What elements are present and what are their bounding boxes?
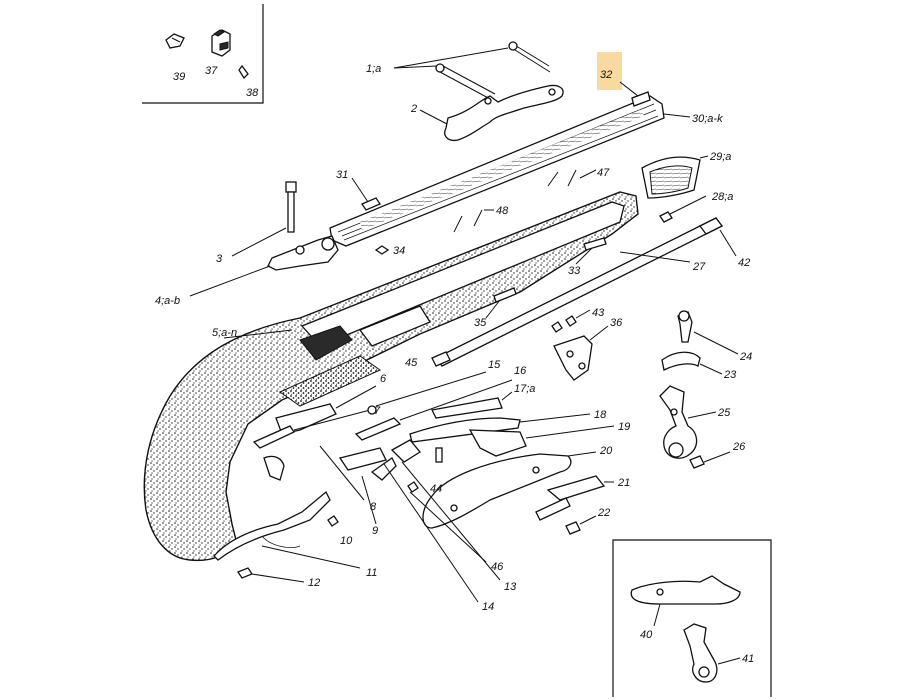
part-label-p32: 32 xyxy=(600,69,612,81)
part-40-drawing xyxy=(630,575,741,627)
part-2-sideplate xyxy=(419,84,564,142)
part-20-lockplate xyxy=(422,451,597,529)
part-22-drawing xyxy=(565,515,597,535)
part-39-drawing xyxy=(165,33,185,49)
highlight-marker xyxy=(597,52,622,90)
part-16-drawing xyxy=(354,379,513,441)
part-label-p40: 40 xyxy=(640,629,653,641)
part-label-p5: 5;a-n xyxy=(212,327,237,339)
part-label-p38: 38 xyxy=(246,87,259,99)
part-24-drawing xyxy=(677,310,739,355)
part-29-nosecap xyxy=(641,155,709,199)
part-label-p17: 17;a xyxy=(514,383,535,395)
part-label-p16: 16 xyxy=(514,365,527,377)
part-label-p37: 37 xyxy=(205,65,218,77)
part-label-p20: 20 xyxy=(599,445,613,457)
part-3-screw xyxy=(231,181,297,257)
part-label-p31: 31 xyxy=(336,169,348,181)
part-48-pins xyxy=(453,209,494,233)
part-label-p25: 25 xyxy=(717,407,731,419)
part-17-drawing xyxy=(431,391,513,419)
part-8-drawing xyxy=(319,445,387,501)
part-11-triggerguard xyxy=(213,490,361,569)
part-label-p33: 33 xyxy=(568,265,581,277)
inset-box-top-left xyxy=(142,4,264,104)
part-4-breech xyxy=(189,235,339,297)
part-44-drawing xyxy=(435,447,443,463)
part-45-drawing xyxy=(431,351,451,367)
part-label-p18: 18 xyxy=(594,409,607,421)
part-36-drawing xyxy=(553,325,609,381)
part-label-p35: 35 xyxy=(474,317,487,329)
part-label-p4: 4;a-b xyxy=(155,295,180,307)
part-34-drawing xyxy=(374,245,390,255)
part-label-p30: 30;a-k xyxy=(692,113,723,125)
part-label-p21: 21 xyxy=(617,477,630,489)
part-label-p9: 9 xyxy=(372,525,378,537)
part-label-p12: 12 xyxy=(308,577,320,589)
part-12-drawing xyxy=(237,567,305,583)
part-label-p43: 43 xyxy=(592,307,605,319)
part-label-p1a: 1;a xyxy=(366,63,381,75)
part-label-p15: 15 xyxy=(488,359,501,371)
part-label-p19: 19 xyxy=(618,421,630,433)
part-47-pins xyxy=(547,169,597,187)
part-label-p29: 29;a xyxy=(709,151,731,163)
part-26-drawing xyxy=(689,451,731,469)
part-31-drawing xyxy=(351,177,381,211)
part-label-p6: 6 xyxy=(380,373,387,385)
part-7-drawing xyxy=(252,409,371,481)
part-18-drawing xyxy=(409,413,591,443)
part-label-p44: 44 xyxy=(430,483,442,495)
part-label-p8: 8 xyxy=(370,501,377,513)
part-label-p23: 23 xyxy=(723,369,737,381)
part-46-drawing xyxy=(407,481,487,563)
part-19-drawing xyxy=(468,425,615,457)
part-label-p11: 11 xyxy=(366,567,377,579)
part-21-drawing xyxy=(535,475,614,521)
part-label-p39: 39 xyxy=(173,71,185,83)
part-14-drawing xyxy=(383,463,479,603)
part-28-screw xyxy=(659,195,707,223)
part-9-drawing xyxy=(361,457,397,525)
part-label-p26: 26 xyxy=(732,441,746,453)
part-label-p7: 7 xyxy=(374,405,381,417)
part-label-p27: 27 xyxy=(692,261,706,273)
part-35-drawing xyxy=(485,287,517,319)
part-37-drawing xyxy=(211,29,231,57)
part-label-p13: 13 xyxy=(504,581,517,593)
part-25-drawing xyxy=(659,385,717,459)
part-label-p10: 10 xyxy=(340,535,353,547)
part-38-drawing xyxy=(238,64,249,80)
part-label-p28: 28;a xyxy=(711,191,733,203)
part-23-drawing xyxy=(661,351,723,375)
part-5-stock xyxy=(143,191,639,562)
part-41-drawing xyxy=(683,623,741,683)
part-label-p22: 22 xyxy=(597,507,610,519)
part-43-drawing xyxy=(551,309,591,333)
part-label-p45: 45 xyxy=(405,357,418,369)
part-33-drawing xyxy=(575,237,607,265)
inset-box-bottom-right xyxy=(612,539,772,697)
part-label-p36: 36 xyxy=(610,317,623,329)
part-label-p34: 34 xyxy=(393,245,405,257)
part-label-p24: 24 xyxy=(739,351,752,363)
part-1-screws xyxy=(393,41,551,101)
part-label-p46: 46 xyxy=(491,561,504,573)
part-label-p48: 48 xyxy=(496,205,509,217)
part-15-drawing xyxy=(367,371,487,415)
part-30-barrel xyxy=(329,81,691,247)
part-10-drawing xyxy=(327,515,339,527)
part-label-p14: 14 xyxy=(482,601,494,613)
part-label-p42: 42 xyxy=(738,257,750,269)
part-label-p2: 2 xyxy=(410,103,417,115)
part-label-p41: 41 xyxy=(742,653,754,665)
part-label-p47: 47 xyxy=(597,167,610,179)
part-label-p3: 3 xyxy=(216,253,223,265)
